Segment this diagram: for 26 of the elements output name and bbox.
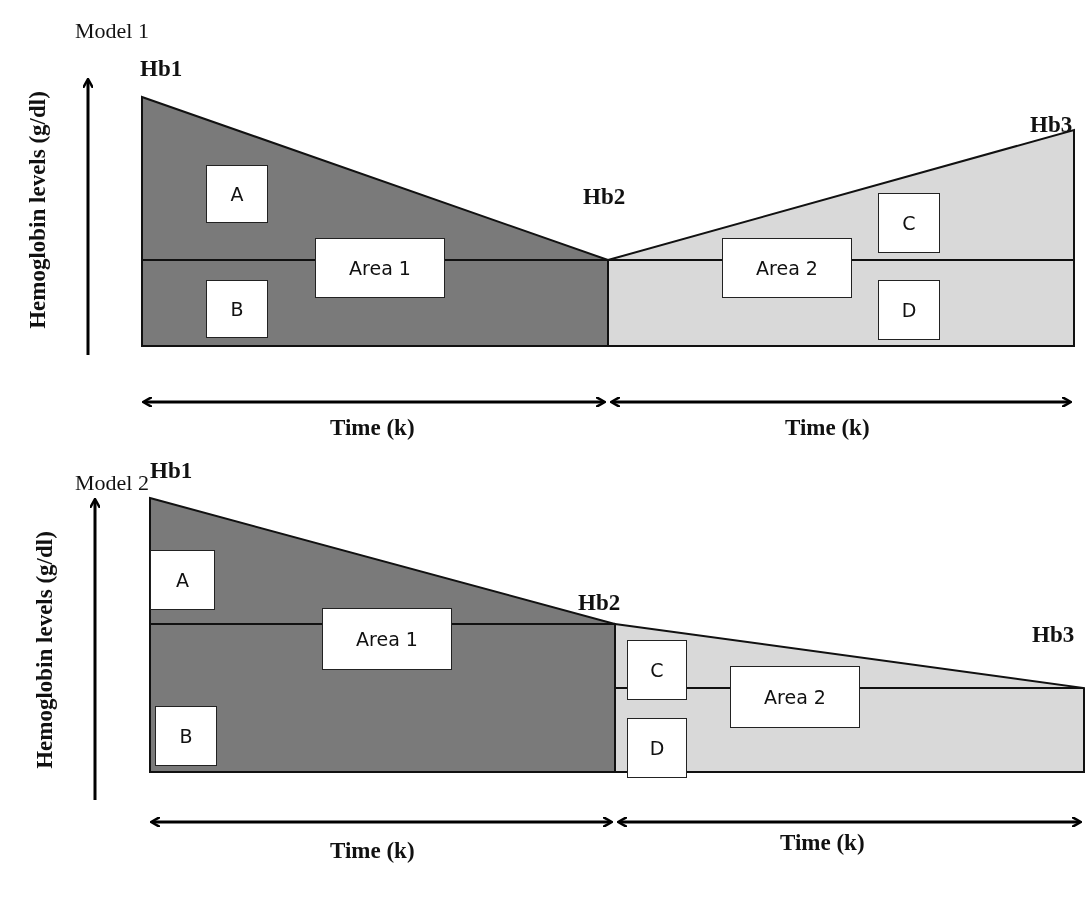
model-title: Model 2 xyxy=(75,470,149,496)
axis-title: Time (k) xyxy=(330,415,415,441)
axis-title: Hemoglobin levels (g/dl) xyxy=(32,530,58,771)
label-box: Area 1 xyxy=(322,608,452,670)
value-label: Hb3 xyxy=(1032,622,1075,648)
label-box: B xyxy=(155,706,217,766)
label-box: A xyxy=(206,165,268,223)
value-label: Hb2 xyxy=(583,184,626,210)
value-label: Hb2 xyxy=(578,590,621,616)
value-label: Hb1 xyxy=(140,56,183,82)
label-box: Area 2 xyxy=(722,238,852,298)
axis-title: Time (k) xyxy=(780,830,865,856)
axis-title: Time (k) xyxy=(785,415,870,441)
label-box: Area 2 xyxy=(730,666,860,728)
value-label: Hb3 xyxy=(1030,112,1073,138)
label-box: A xyxy=(150,550,215,610)
label-box: C xyxy=(878,193,940,253)
axis-title: Hemoglobin levels (g/dl) xyxy=(25,90,51,331)
label-box: B xyxy=(206,280,268,338)
label-box: D xyxy=(627,718,687,778)
label-box: D xyxy=(878,280,940,340)
value-label: Hb1 xyxy=(150,458,193,484)
label-box: Area 1 xyxy=(315,238,445,298)
model-title: Model 1 xyxy=(75,18,149,44)
axis-title: Time (k) xyxy=(330,838,415,864)
label-box: C xyxy=(627,640,687,700)
